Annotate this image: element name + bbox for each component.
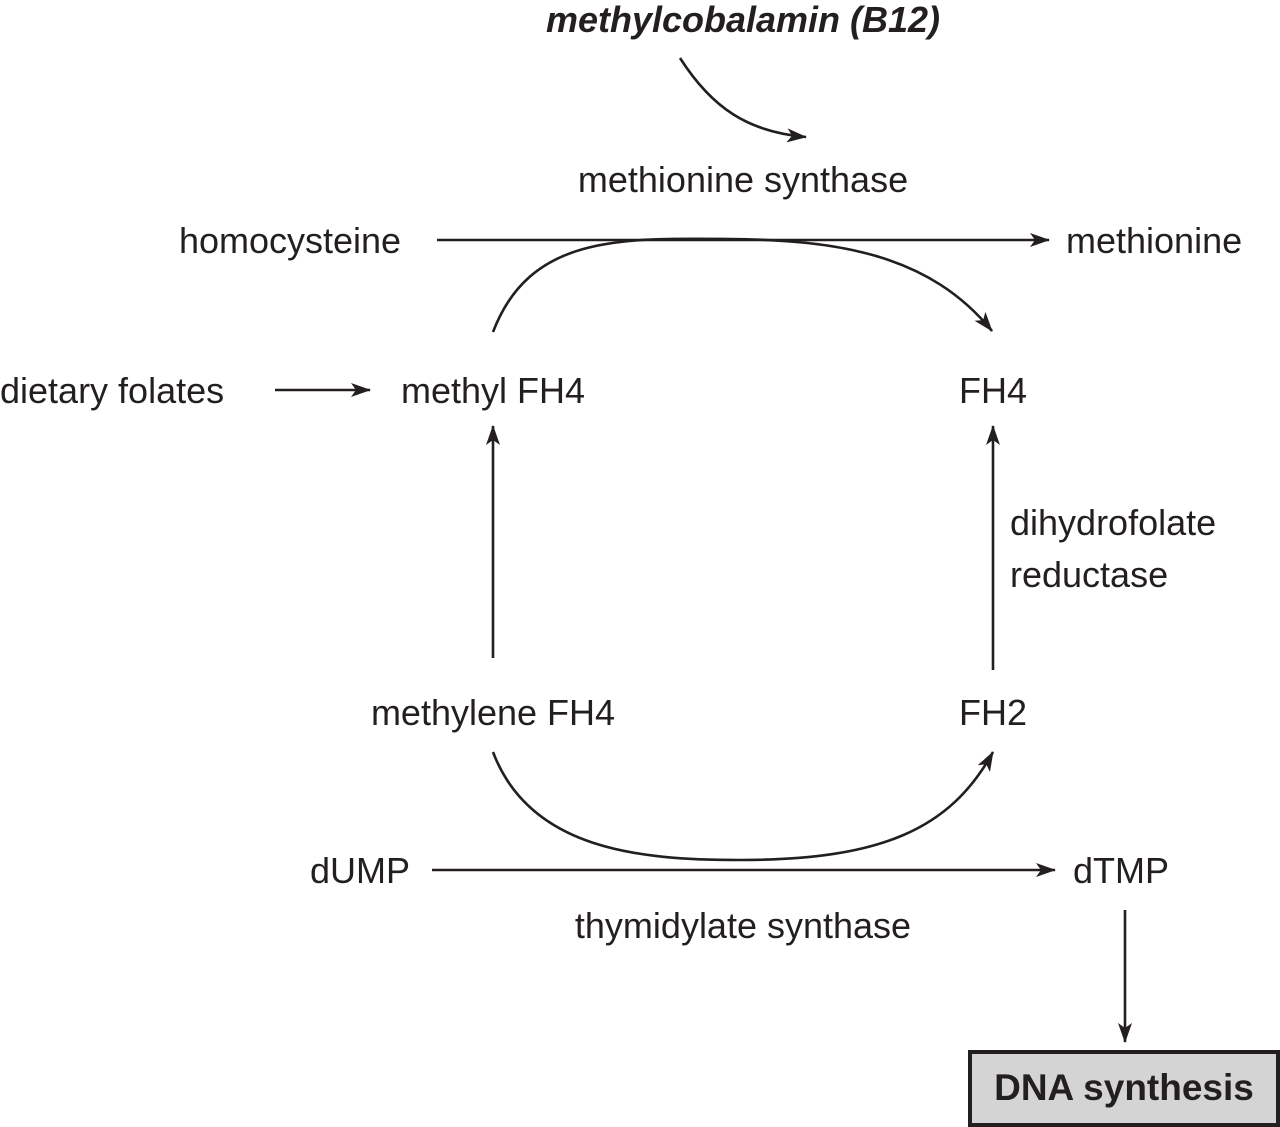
dna-synthesis-label: DNA synthesis [994, 1067, 1254, 1108]
methionine-synthase-label: methionine synthase [578, 159, 908, 200]
methionine-label: methionine [1066, 220, 1242, 261]
fh2-label: FH2 [959, 692, 1027, 733]
dietary-folates-label: dietary folates [0, 370, 224, 411]
dihydrofolate-reductase-label-line1: dihydrofolate [1010, 502, 1216, 543]
cofactor-label: methylcobalamin (B12) [546, 0, 940, 40]
dump-label: dUMP [310, 850, 410, 891]
dna-synthesis-box [968, 1050, 1280, 1127]
cofactor-arrow [678, 57, 807, 143]
dihydrofolate-reductase-label-line2: reductase [1010, 554, 1168, 595]
methyl-fh4-to-fh4-arc [491, 237, 994, 333]
methylene-fh4-to-fh2-arc [491, 751, 995, 862]
thymidylate-synthase-label: thymidylate synthase [575, 905, 911, 946]
homocysteine-label: homocysteine [179, 220, 401, 261]
fh4-label: FH4 [959, 370, 1027, 411]
methylene-fh4-label: methylene FH4 [371, 692, 615, 733]
dtmp-label: dTMP [1073, 850, 1169, 891]
methyl-fh4-label: methyl FH4 [401, 370, 585, 411]
